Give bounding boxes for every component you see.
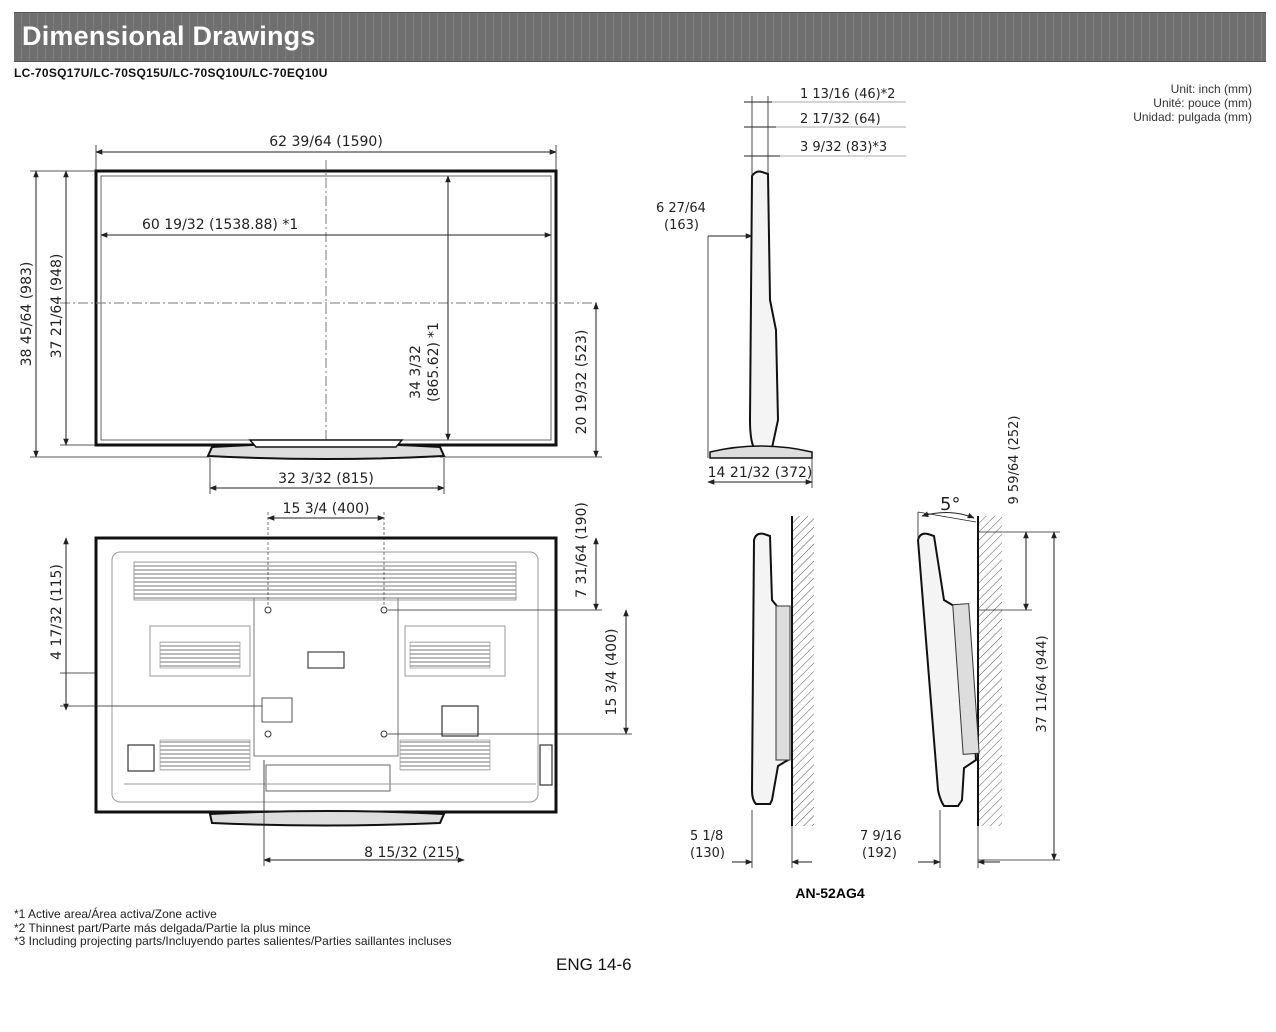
label-flat-depth-2: (130) bbox=[690, 846, 725, 861]
tilt-angle-arc bbox=[921, 511, 975, 519]
footnote-2: *2 Thinnest part/Parte más delgada/Parti… bbox=[14, 920, 311, 935]
label-active-height-note: *1 bbox=[426, 322, 442, 338]
vesa-hole-tr bbox=[380, 606, 388, 614]
bracket-model-label: AN-52AG4 bbox=[795, 885, 864, 901]
label-top-offset: 7 31/64 (190) bbox=[574, 502, 590, 598]
tv-side-profile bbox=[748, 170, 780, 449]
label-overall-width: 62 39/64 (1590) bbox=[269, 134, 383, 150]
vesa-hole-tl bbox=[264, 606, 272, 614]
rear-vent-bottom-left bbox=[159, 739, 251, 771]
rear-vent-left bbox=[159, 641, 241, 669]
rear-power-inlet bbox=[127, 744, 155, 772]
unit-spanish: Unidad: pulgada (mm) bbox=[1133, 110, 1252, 124]
unit-legend: Unit: inch (mm) Unité: pouce (mm) Unidad… bbox=[1133, 82, 1252, 124]
label-tilt-depth-1: 7 9/16 bbox=[860, 829, 902, 844]
label-active-width: 60 19/32 (1538.88) *1 bbox=[142, 217, 298, 233]
label-stand-height-2: (163) bbox=[664, 218, 699, 233]
label-vesa-horizontal: 15 3/4 (400) bbox=[283, 501, 370, 517]
label-active-height-2: (865.62) bbox=[426, 342, 442, 402]
vesa-mount-plate bbox=[253, 597, 399, 757]
rear-view: 15 3/4 (400) 4 17/32 (115) 7 31/64 (190)… bbox=[49, 501, 632, 866]
rear-vent-top bbox=[133, 561, 517, 601]
model-list: LC-70SQ17U/LC-70SQ15U/LC-70SQ10U/LC-70EQ… bbox=[14, 66, 328, 80]
label-active-height-1: 34 3/32 bbox=[408, 345, 424, 399]
tv-stand-rear bbox=[208, 810, 446, 827]
unit-french: Unité: pouce (mm) bbox=[1153, 96, 1252, 110]
rear-side-terminal bbox=[539, 744, 553, 786]
label-bottom-offset: 8 15/32 (215) bbox=[364, 845, 460, 861]
header-bar: Dimensional Drawings bbox=[14, 12, 1266, 62]
unit-english: Unit: inch (mm) bbox=[1170, 82, 1252, 96]
wall-hatch-flat bbox=[792, 516, 814, 826]
rear-terminal-small bbox=[261, 697, 293, 723]
rear-panel-outline bbox=[111, 551, 539, 803]
label-flat-depth-1: 5 1/8 bbox=[690, 829, 723, 844]
rear-recess-right bbox=[404, 625, 506, 677]
label-stand-height-1: 6 27/64 bbox=[656, 201, 706, 216]
label-bracket-top: 9 59/64 (252) bbox=[1007, 416, 1022, 505]
side-view: 1 13/16 (46)*2 2 17/32 (64) 3 9/32 (83)*… bbox=[656, 87, 906, 488]
label-bracket-height: 37 11/64 (944) bbox=[1035, 635, 1050, 732]
rear-recess-left bbox=[149, 625, 251, 677]
footnote-1: *1 Active area/Área activa/Zone active bbox=[14, 907, 217, 921]
label-depth-mid: 2 17/32 (64) bbox=[800, 112, 881, 127]
vesa-hole-bl bbox=[264, 730, 272, 738]
rear-vent-right bbox=[409, 641, 491, 669]
label-center-to-base: 20 19/32 (523) bbox=[574, 330, 590, 435]
label-vesa-vertical: 15 3/4 (400) bbox=[604, 629, 620, 716]
vesa-hole-br bbox=[380, 730, 388, 738]
wall-hatch-tilt bbox=[978, 516, 1002, 826]
tv-stand-side bbox=[709, 445, 813, 459]
label-height-no-stand: 37 21/64 (948) bbox=[49, 254, 65, 359]
label-stand-depth: 14 21/32 (372) bbox=[708, 465, 813, 481]
bracket-flat bbox=[775, 605, 791, 761]
page-number: ENG 14-6 bbox=[556, 955, 632, 974]
label-tilt-depth-2: (192) bbox=[862, 846, 897, 861]
stand-neck-front bbox=[248, 439, 404, 448]
tv-mounted-tilt bbox=[916, 532, 978, 807]
label-tilt-angle: 5° bbox=[940, 494, 960, 515]
footnotes: *1 Active area/Área activa/Zone active *… bbox=[14, 907, 452, 949]
label-thinnest: 1 13/16 (46)*2 bbox=[800, 87, 895, 102]
wall-mount-flat: 5 1/8 (130) bbox=[690, 516, 814, 868]
label-depth-projecting: 3 9/32 (83)*3 bbox=[800, 140, 887, 155]
label-overall-height: 38 45/64 (983) bbox=[19, 262, 35, 367]
rear-label-plate bbox=[307, 651, 345, 669]
footnote-3: *3 Including projecting parts/Incluyendo… bbox=[14, 934, 452, 948]
bracket-tilt bbox=[952, 603, 980, 755]
page-title: Dimensional Drawings bbox=[22, 21, 316, 51]
wall-mount-tilt: 5° 7 9/16 (192) 9 59/64 (252) 37 11/64 (… bbox=[860, 416, 1060, 868]
rear-terminal-panel bbox=[441, 705, 479, 737]
label-stand-width: 32 3/32 (815) bbox=[278, 471, 374, 487]
rear-stand-mount bbox=[265, 764, 391, 792]
rear-vent-bottom-right bbox=[399, 739, 491, 771]
label-left-offset: 4 17/32 (115) bbox=[49, 564, 65, 660]
front-view: 62 39/64 (1590) 60 19/32 (1538.88) *1 38… bbox=[19, 134, 602, 494]
